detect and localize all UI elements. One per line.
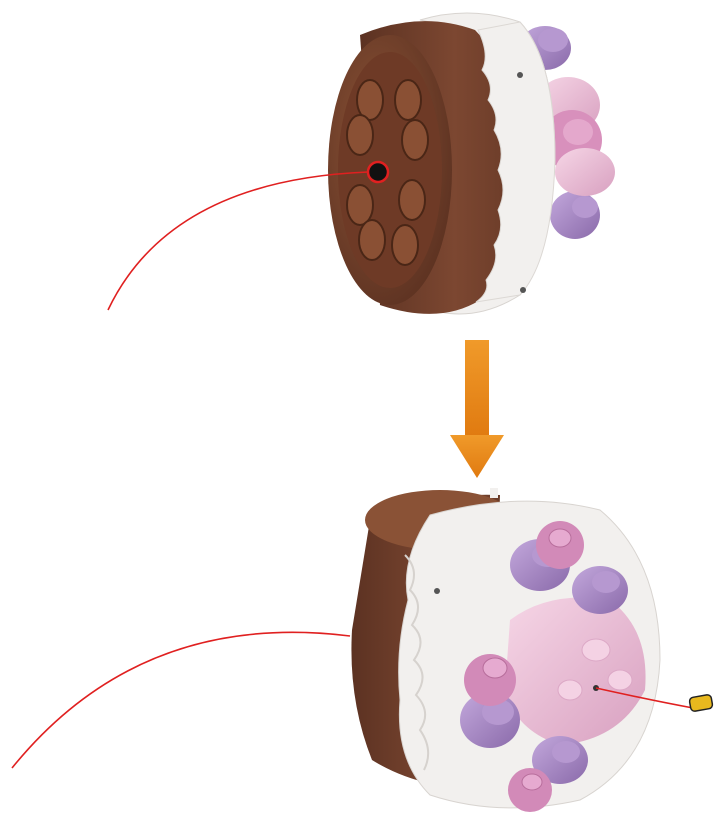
cake-top-assembly xyxy=(328,13,615,314)
connector-line-bottom xyxy=(12,632,350,768)
cake-assembled xyxy=(351,488,660,812)
down-arrow xyxy=(450,340,504,478)
red-circled-hole xyxy=(368,162,388,182)
callout-marker xyxy=(689,694,713,712)
